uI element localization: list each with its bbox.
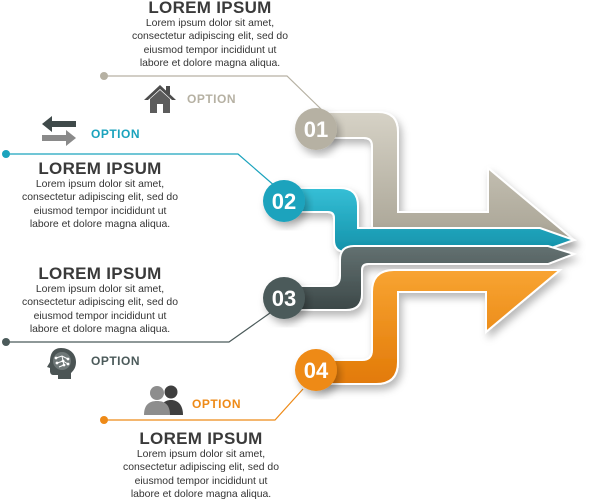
brain-head-icon <box>47 348 76 379</box>
step-badge-2: 02 <box>263 180 305 222</box>
step-2-line-3: eiusmod tempor incididunt ut <box>33 205 167 217</box>
step-1-line-4: labore et dolore magna aliqua. <box>139 58 281 70</box>
arrow-band-2 <box>279 187 578 253</box>
step-1-line-1: Lorem ipsum dolor sit amet, <box>145 18 275 29</box>
step-3-option-label: OPTION <box>91 354 141 368</box>
step-4-line-3: eiusmod tempor incididunt ut <box>134 475 268 487</box>
step-badge-4: 04 <box>295 349 337 391</box>
connector-dot-3 <box>2 338 10 346</box>
step-3-description: Lorem ipsum dolor sit amet, consectetur … <box>0 283 200 337</box>
connector-line-4 <box>104 388 304 421</box>
step-3-text-block: LOREM IPSUM Lorem ipsum dolor sit amet, … <box>0 264 200 337</box>
step-4-line-4: labore et dolore magna aliqua. <box>130 489 272 501</box>
step-4-title: LOREM IPSUM <box>139 429 263 448</box>
step-1-line-2: consectetur adipiscing elit, sed do <box>132 31 288 43</box>
step-number-1: 01 <box>304 117 328 142</box>
step-1-text-block: LOREM IPSUM Lorem ipsum dolor sit amet, … <box>100 0 320 71</box>
step-2-line-2: consectetur adipiscing elit, sed do <box>22 192 178 204</box>
people-icon <box>144 385 183 415</box>
step-badge-1: 01 <box>295 108 337 150</box>
step-4-option-label: OPTION <box>192 397 242 411</box>
exchange-arrows-icon <box>42 116 76 146</box>
step-2-line-4: labore et dolore magna aliqua. <box>29 219 171 231</box>
step-3-line-4: labore et dolore magna aliqua. <box>29 324 171 336</box>
connector-dot-1 <box>100 72 108 80</box>
step-3-line-1: Lorem ipsum dolor sit amet, <box>35 284 165 295</box>
connector-line-1 <box>104 75 323 111</box>
connector-line-3 <box>6 312 271 343</box>
step-4-text-block: LOREM IPSUM Lorem ipsum dolor sit amet, … <box>91 429 311 502</box>
step-4-line-1: Lorem ipsum dolor sit amet, <box>136 449 266 460</box>
step-2-text-block: LOREM IPSUM Lorem ipsum dolor sit amet, … <box>0 159 200 232</box>
step-1-description: Lorem ipsum dolor sit amet, consectetur … <box>100 17 320 71</box>
step-badge-3: 03 <box>263 277 305 319</box>
step-2-line-1: Lorem ipsum dolor sit amet, <box>35 179 165 190</box>
connector-dot-2 <box>2 150 10 158</box>
step-3-title: LOREM IPSUM <box>38 264 162 283</box>
step-2-title: LOREM IPSUM <box>38 159 162 178</box>
connector-line-2 <box>6 153 277 188</box>
step-number-3: 03 <box>272 286 296 311</box>
step-1-option-label: OPTION <box>187 92 237 106</box>
house-icon <box>144 85 176 113</box>
step-number-4: 04 <box>304 358 329 383</box>
step-1-line-3: eiusmod tempor incididunt ut <box>143 44 277 56</box>
step-number-2: 02 <box>272 189 296 214</box>
step-4-description: Lorem ipsum dolor sit amet, consectetur … <box>91 448 311 502</box>
step-3-line-3: eiusmod tempor incididunt ut <box>33 310 167 322</box>
arrow-band-4 <box>315 269 563 385</box>
step-2-description: Lorem ipsum dolor sit amet, consectetur … <box>0 178 200 232</box>
connector-dot-4 <box>100 416 108 424</box>
step-1-title: LOREM IPSUM <box>148 0 272 17</box>
step-4-line-2: consectetur adipiscing elit, sed do <box>123 462 279 474</box>
step-3-line-2: consectetur adipiscing elit, sed do <box>22 297 178 309</box>
arrow-band-3 <box>279 245 578 311</box>
step-2-option-label: OPTION <box>91 127 141 141</box>
